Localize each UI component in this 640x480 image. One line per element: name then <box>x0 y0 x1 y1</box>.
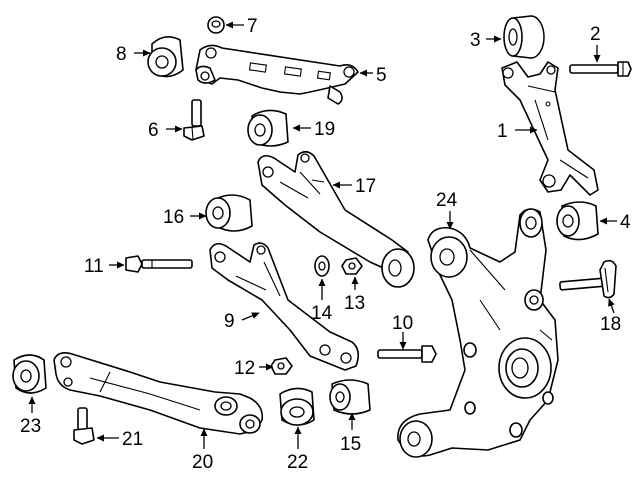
part-22-bushing <box>279 387 315 426</box>
callout-23: 23 <box>20 416 41 437</box>
callout-2: 2 <box>590 24 601 45</box>
part-9-lower-link <box>209 242 360 371</box>
part-23-bushing <box>12 354 47 394</box>
callout-20: 20 <box>192 452 213 473</box>
leader-lines <box>28 21 617 449</box>
part-20-lower-arm <box>53 352 264 435</box>
callout-24: 24 <box>436 190 458 211</box>
callout-5: 5 <box>376 65 387 86</box>
part-11-bolt <box>125 255 193 273</box>
part-6-bolt <box>183 99 205 141</box>
callout-3: 3 <box>470 30 481 51</box>
part-24-knuckle <box>397 208 559 458</box>
part-18-bolt <box>559 259 617 299</box>
callout-21: 21 <box>122 429 143 450</box>
callout-1: 1 <box>497 121 508 142</box>
leader-9 <box>241 312 260 321</box>
callout-16: 16 <box>163 207 184 228</box>
leader-18 <box>608 298 615 314</box>
callout-labels: 1 2 3 4 5 6 7 8 9 10 11 12 13 14 15 16 1… <box>20 16 631 473</box>
callout-10: 10 <box>392 313 413 334</box>
part-8-bushing <box>147 36 184 78</box>
callout-12: 12 <box>234 358 255 379</box>
callout-8: 8 <box>116 44 127 65</box>
part-14-washer <box>314 255 330 277</box>
part-10-bolt <box>377 345 437 363</box>
part-19-bushing <box>247 109 289 147</box>
part-1-bracket <box>501 61 599 196</box>
callout-4: 4 <box>620 212 631 233</box>
part-17-control-arm <box>257 150 415 288</box>
part-21-bolt <box>73 407 95 445</box>
callout-18: 18 <box>600 314 621 335</box>
callout-11: 11 <box>84 256 104 277</box>
part-5-upper-arm <box>195 44 359 105</box>
part-2-bolt <box>569 61 632 77</box>
part-16-bushing <box>205 194 253 232</box>
callout-9: 9 <box>224 311 235 332</box>
part-4-bushing <box>556 201 599 241</box>
part-3-bushing <box>503 15 545 59</box>
part-7-nut <box>207 16 225 34</box>
callout-19: 19 <box>314 119 335 140</box>
callout-17: 17 <box>355 176 376 197</box>
part-13-nut <box>341 257 363 275</box>
part-15-bushing <box>329 379 371 415</box>
callout-22: 22 <box>287 452 308 473</box>
callout-13: 13 <box>344 293 365 314</box>
callout-15: 15 <box>340 434 361 455</box>
callout-6: 6 <box>148 120 159 141</box>
part-12-nut <box>270 357 293 375</box>
callout-14: 14 <box>311 303 333 324</box>
callout-7: 7 <box>247 16 258 37</box>
